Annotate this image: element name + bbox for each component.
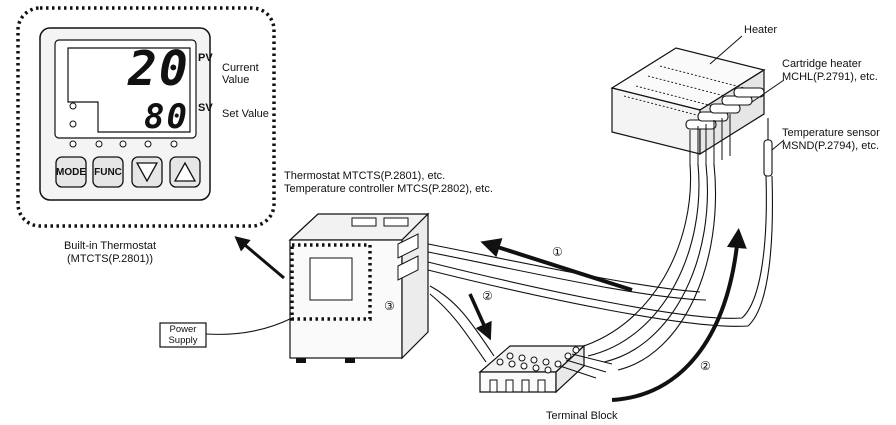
controller-callout-frame xyxy=(290,243,372,321)
heater-leader xyxy=(709,35,743,65)
step3-marker: ③ xyxy=(384,299,395,313)
triangle-up-icon xyxy=(173,161,197,182)
indicator-led xyxy=(170,140,178,148)
power-supply-label: Power Supply xyxy=(160,324,206,346)
built-in-thermostat-label: Built-in Thermostat (MTCTS(P.2801)) xyxy=(20,240,200,266)
heater-lead xyxy=(587,163,700,357)
cartridge-line2: MCHL(P.2791), etc. xyxy=(782,71,878,83)
sensor-leader xyxy=(771,139,785,151)
step2-arrow xyxy=(468,293,492,341)
thermostat-line2: Temperature controller MTCS(P.2802), etc… xyxy=(284,183,493,195)
indicator-led xyxy=(69,140,77,148)
mode-button-label: MODE xyxy=(56,167,86,178)
thermostat-label: Thermostat MTCTS(P.2801), etc. Temperatu… xyxy=(284,170,493,196)
sv-tag: SV xyxy=(198,102,213,114)
built-in-line2: (MTCTS(P.2801)) xyxy=(67,253,153,265)
current-value-label: Current Value xyxy=(222,62,259,86)
controller-top-slot xyxy=(351,217,377,227)
thermostat-line1: Thermostat MTCTS(P.2801), etc. xyxy=(284,170,446,182)
heater-lead-stubs xyxy=(689,114,731,166)
cartridge-heater-label: Cartridge heater MCHL(P.2791), etc. xyxy=(782,58,878,84)
zoom-callout-border xyxy=(16,6,276,228)
controller-side-slot xyxy=(397,233,419,259)
terminal-notch xyxy=(537,379,546,393)
temperature-sensor-label: Temperature sensor MSND(P.2794), etc. xyxy=(782,127,880,153)
pv-display: 20 xyxy=(128,41,190,97)
display-window xyxy=(67,47,191,133)
mode-button[interactable] xyxy=(55,156,87,188)
step2-curved-arrow xyxy=(611,228,747,402)
terminal-cable xyxy=(429,293,487,363)
indicator-led xyxy=(119,140,127,148)
step2-marker-curved: ② xyxy=(700,359,711,373)
cartridge-leader xyxy=(751,79,785,103)
sensor-line1: Temperature sensor xyxy=(782,127,880,139)
power-line2: Supply xyxy=(168,335,198,346)
callout-arrow xyxy=(234,236,285,280)
terminal-screws xyxy=(496,346,580,374)
func-button-label: FUNC xyxy=(94,167,122,178)
step2-marker: ② xyxy=(482,289,493,303)
power-cable xyxy=(205,317,293,335)
heater-label: Heater xyxy=(744,24,778,36)
built-in-line1: Built-in Thermostat xyxy=(63,240,157,252)
terminal-cable xyxy=(429,285,495,357)
controller-side-slot xyxy=(397,255,419,281)
terminal-block-label: Terminal Block xyxy=(546,410,618,422)
indicator-led xyxy=(95,140,103,148)
terminal-notch xyxy=(521,379,530,393)
controller-top-slot xyxy=(383,217,409,227)
temperature-sensor-probe xyxy=(763,139,773,177)
controller-foot xyxy=(296,358,306,363)
indicator-led xyxy=(69,102,77,110)
sensor-line2: MSND(P.2794), etc. xyxy=(782,140,880,152)
sv-display: 80 xyxy=(144,97,189,137)
sensor-cable xyxy=(427,175,767,319)
sensor-cable xyxy=(427,175,774,327)
indicator-led xyxy=(69,120,77,128)
heater-lead xyxy=(569,163,692,351)
cartridge-line1: Cartridge heater xyxy=(782,58,862,70)
pv-tag: PV xyxy=(198,52,213,64)
cartridge-heater-ends xyxy=(685,87,765,130)
indicator-led xyxy=(144,140,152,148)
terminal-notch xyxy=(489,379,498,393)
controller-window xyxy=(309,257,353,301)
heater-cable xyxy=(427,251,707,301)
terminal-notch xyxy=(505,379,514,393)
func-button[interactable] xyxy=(92,156,124,188)
heater-lead xyxy=(603,163,708,363)
terminal-wire-stub xyxy=(559,353,613,379)
triangle-down-icon xyxy=(135,162,159,183)
power-supply-box xyxy=(159,322,207,348)
step1-marker: ① xyxy=(552,245,563,259)
heater-lead xyxy=(617,163,717,371)
set-value-label: Set Value xyxy=(222,108,269,120)
power-line1: Power xyxy=(169,324,197,335)
step1-arrow xyxy=(480,238,633,292)
controller-foot xyxy=(345,358,355,363)
